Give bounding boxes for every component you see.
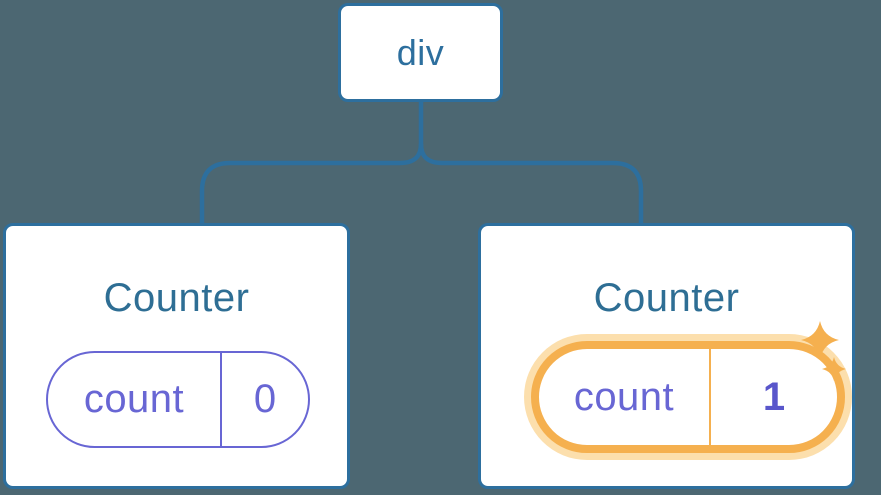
state-pill: count 0 [46,351,310,448]
counter-card-left: Counter count 0 [3,223,350,489]
component-title: Counter [593,276,740,320]
state-value: 1 [762,374,786,419]
connector-branch-right [418,143,644,224]
sparkle-star-large [801,321,839,359]
root-node: div [338,3,503,102]
state-key-label: count [539,349,711,445]
sparkle-star-small [822,357,846,381]
state-pill-highlighted: count 1 [531,341,845,453]
sparkles-icon [801,321,846,381]
state-value: 0 [253,377,277,421]
component-title: Counter [103,276,250,320]
counter-card-right: Counter count 1 [478,223,855,489]
state-key-label: count [48,353,222,446]
root-node-label: div [396,31,445,73]
connector-branch-left [199,143,424,224]
